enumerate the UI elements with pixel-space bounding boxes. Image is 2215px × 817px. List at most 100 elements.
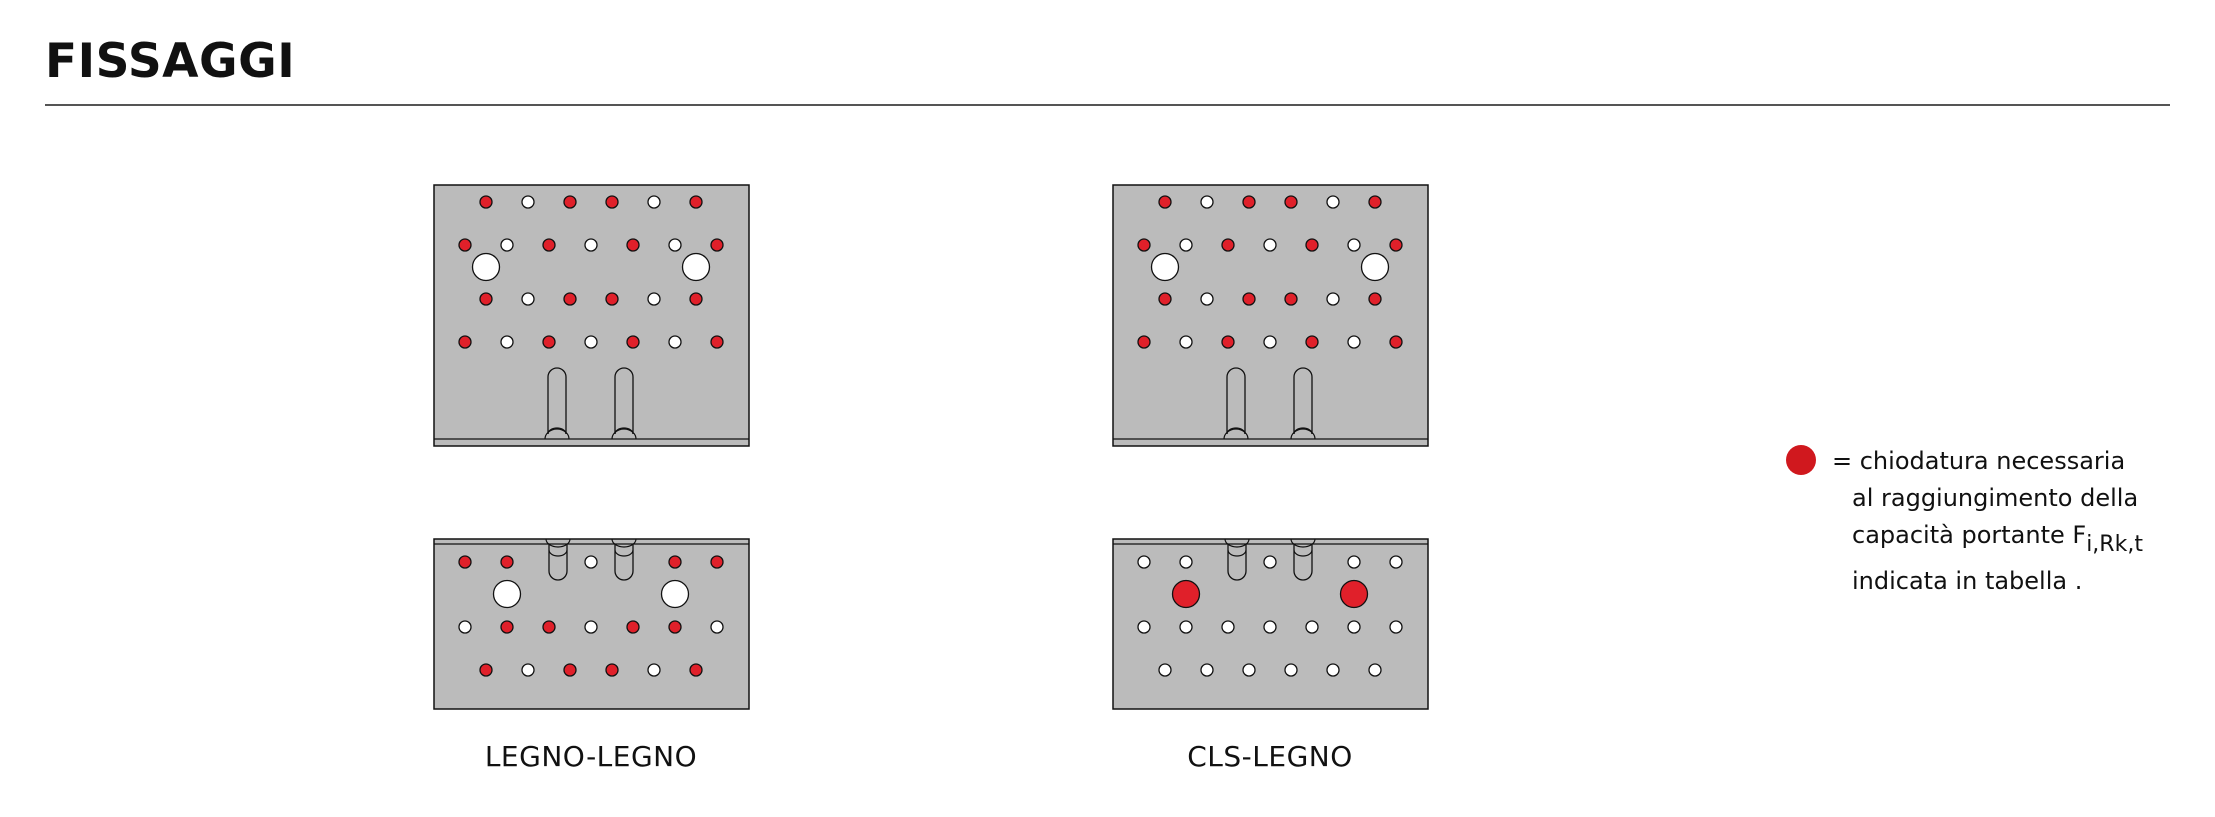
nail-hole bbox=[1200, 663, 1214, 677]
slotted-hole bbox=[1293, 367, 1313, 434]
required-nail-hole bbox=[458, 335, 472, 349]
slot-bend bbox=[1223, 428, 1249, 440]
required-nail-hole bbox=[1221, 238, 1235, 252]
required-nail-hole bbox=[1368, 292, 1382, 306]
plate-body bbox=[433, 184, 750, 447]
nail-hole bbox=[1347, 238, 1361, 252]
nail-hole bbox=[1305, 620, 1319, 634]
nail-hole bbox=[660, 579, 690, 609]
slot-bend bbox=[1226, 427, 1246, 435]
required-nail-hole bbox=[563, 663, 577, 677]
plate-body bbox=[1112, 184, 1429, 447]
nail-hole bbox=[710, 620, 724, 634]
slot-bend bbox=[1224, 538, 1250, 548]
required-nail-hole bbox=[689, 195, 703, 209]
required-nail-hole bbox=[689, 663, 703, 677]
nail-hole bbox=[1179, 335, 1193, 349]
legend-subscript: i,Rk,t bbox=[2086, 532, 2143, 557]
nail-hole bbox=[1158, 663, 1172, 677]
nail-hole bbox=[500, 335, 514, 349]
slot-bend bbox=[1290, 538, 1316, 548]
required-nail-hole bbox=[1137, 335, 1151, 349]
nail-hole bbox=[1347, 620, 1361, 634]
nail-hole bbox=[584, 238, 598, 252]
required-nail-hole bbox=[1158, 195, 1172, 209]
required-nail-hole bbox=[605, 292, 619, 306]
slot-bend bbox=[1227, 549, 1247, 557]
required-nail-hole bbox=[1171, 579, 1201, 609]
nail-hole bbox=[1200, 195, 1214, 209]
required-nail-hole bbox=[1368, 195, 1382, 209]
nail-hole bbox=[1137, 620, 1151, 634]
required-nail-hole bbox=[563, 195, 577, 209]
legno-legno-top-plate bbox=[433, 184, 750, 447]
nail-hole bbox=[668, 238, 682, 252]
legend-line: al raggiungimento della bbox=[1852, 484, 2139, 512]
cls-legno-top-plate bbox=[1112, 184, 1429, 447]
nail-hole bbox=[1389, 555, 1403, 569]
required-nail-hole bbox=[458, 555, 472, 569]
nail-hole bbox=[1242, 663, 1256, 677]
required-nail-hole bbox=[1242, 195, 1256, 209]
red-dot-icon bbox=[1786, 445, 1816, 475]
nail-hole bbox=[1347, 555, 1361, 569]
slot-bend bbox=[1293, 549, 1313, 557]
slot-bend bbox=[611, 428, 637, 440]
nail-hole bbox=[492, 579, 522, 609]
slot-bend bbox=[548, 549, 568, 557]
required-nail-hole bbox=[710, 555, 724, 569]
nail-hole bbox=[1179, 620, 1193, 634]
nail-hole bbox=[584, 555, 598, 569]
nail-hole bbox=[471, 252, 501, 282]
required-nail-hole bbox=[1305, 335, 1319, 349]
nail-hole bbox=[1179, 238, 1193, 252]
required-nail-hole bbox=[479, 292, 493, 306]
nail-hole bbox=[1389, 620, 1403, 634]
nail-hole bbox=[1263, 620, 1277, 634]
nail-hole bbox=[521, 292, 535, 306]
required-nail-hole bbox=[1305, 238, 1319, 252]
required-nail-hole bbox=[626, 620, 640, 634]
required-nail-hole bbox=[668, 555, 682, 569]
nail-hole bbox=[647, 663, 661, 677]
nail-hole bbox=[1137, 555, 1151, 569]
slot-bend bbox=[544, 428, 570, 440]
nail-hole bbox=[1150, 252, 1180, 282]
required-nail-hole bbox=[1284, 292, 1298, 306]
nail-hole bbox=[1263, 238, 1277, 252]
required-nail-hole bbox=[710, 238, 724, 252]
slot-bend bbox=[545, 538, 571, 548]
nail-hole bbox=[668, 335, 682, 349]
slot-bend bbox=[611, 538, 637, 548]
slot-bend bbox=[547, 427, 567, 435]
legend-line: = chiodatura necessaria bbox=[1832, 447, 2126, 475]
required-nail-hole bbox=[542, 238, 556, 252]
title-divider bbox=[45, 104, 2170, 106]
required-nail-hole bbox=[479, 663, 493, 677]
required-nail-hole bbox=[479, 195, 493, 209]
required-nail-hole bbox=[626, 238, 640, 252]
required-nail-hole bbox=[500, 555, 514, 569]
slotted-hole bbox=[547, 367, 567, 434]
required-nail-hole bbox=[1339, 579, 1369, 609]
nail-hole bbox=[584, 335, 598, 349]
nail-hole bbox=[1360, 252, 1390, 282]
cls-legno-bottom-plate bbox=[1112, 538, 1429, 710]
slot-bend bbox=[614, 427, 634, 435]
slot-bend bbox=[1293, 427, 1313, 435]
required-nail-hole bbox=[605, 663, 619, 677]
legend-text: = chiodatura necessaria al raggiungiment… bbox=[1832, 443, 2143, 600]
required-nail-hole bbox=[1158, 292, 1172, 306]
required-nail-hole bbox=[563, 292, 577, 306]
nail-hole bbox=[681, 252, 711, 282]
required-nail-hole bbox=[500, 620, 514, 634]
required-nail-hole bbox=[668, 620, 682, 634]
nail-hole bbox=[647, 292, 661, 306]
slot-bend bbox=[614, 549, 634, 557]
nail-hole bbox=[1263, 335, 1277, 349]
slotted-hole bbox=[614, 367, 634, 434]
legend-line: indicata in tabella . bbox=[1852, 567, 2083, 595]
nail-hole bbox=[500, 238, 514, 252]
nail-hole bbox=[1284, 663, 1298, 677]
required-nail-hole bbox=[542, 335, 556, 349]
